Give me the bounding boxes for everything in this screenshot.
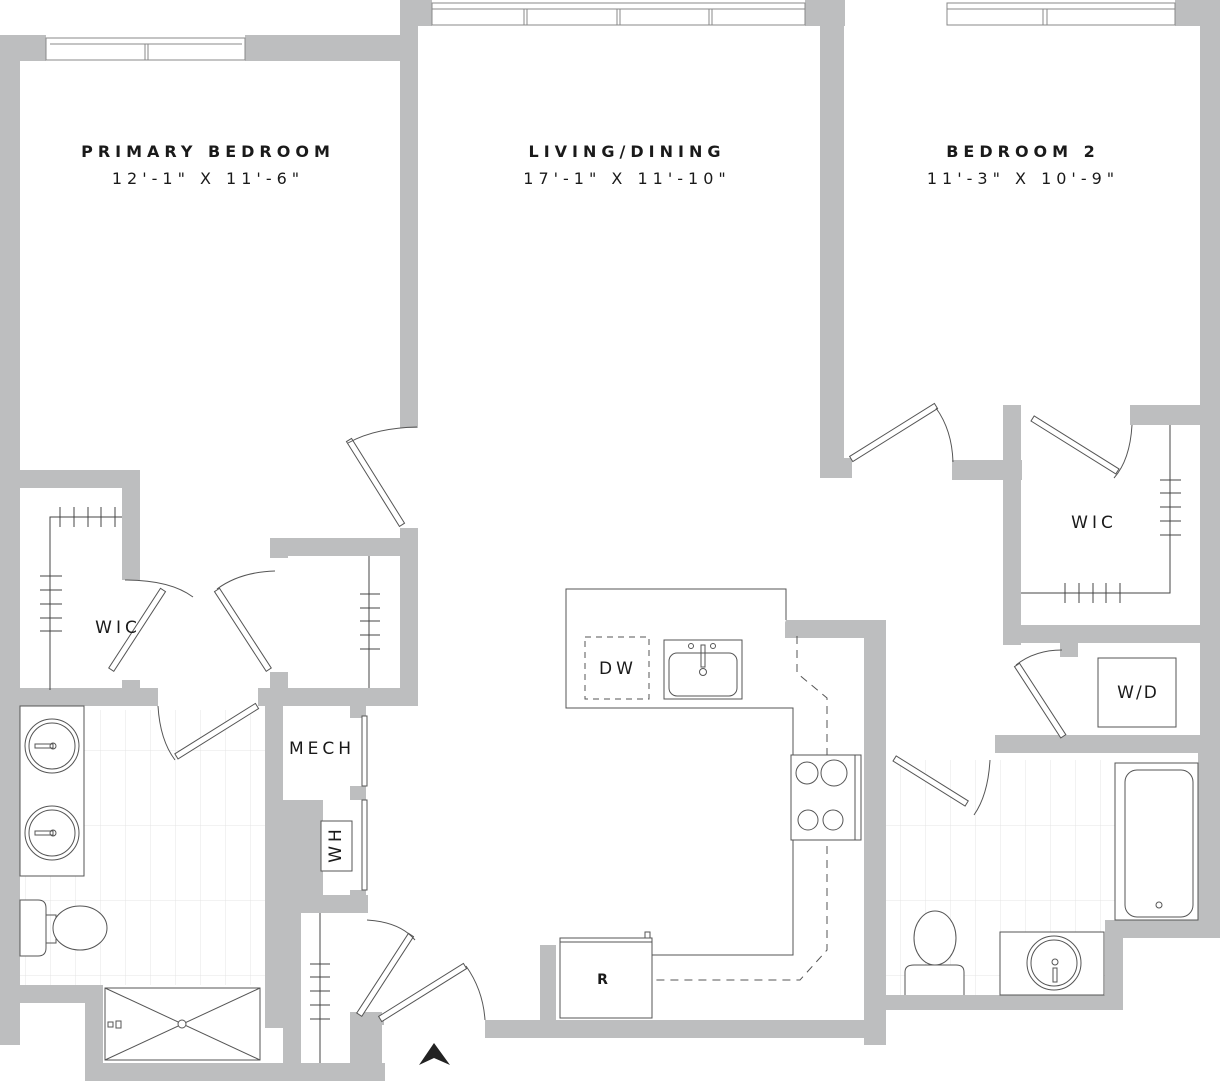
refrigerator [559, 937, 653, 1019]
label-wic-bedroom2: WIC [1071, 513, 1117, 533]
label-washer-dryer: W/D [1117, 683, 1159, 703]
toilet-tank [19, 899, 47, 957]
dishwasher [584, 636, 650, 700]
kitchen-sink [663, 639, 743, 700]
washer-dryer [1097, 657, 1177, 728]
windows [45, 2, 1176, 61]
room-bedroom-2: BEDROOM 2 11'-3" X 10'-9" [927, 142, 1119, 188]
room-dimensions: 17'-1" X 11'-10" [523, 169, 731, 188]
closet-rods [40, 425, 1181, 1063]
label-mech: MECH [288, 739, 356, 759]
room-living-dining: LIVING/DINING 17'-1" X 11'-10" [523, 142, 730, 188]
label-wh: WH [326, 825, 346, 863]
primary-bath-fixtures [19, 705, 261, 1061]
doors [108, 402, 1133, 1023]
toilet [913, 910, 957, 966]
label-wic-primary: WIC [95, 618, 141, 638]
room-primary-bedroom: PRIMARY BEDROOM 12'-1" X 11'-6" [81, 142, 335, 188]
bath2-fixtures [904, 762, 1199, 996]
room-dimensions: 11'-3" X 10'-9" [926, 169, 1120, 188]
room-dimensions: 12'-1" X 11'-6" [111, 169, 305, 188]
entry-arrow-icon [419, 1043, 450, 1065]
room-name: BEDROOM 2 [946, 142, 1100, 161]
kitchen [559, 588, 862, 1019]
mech-fixtures [320, 820, 353, 872]
room-name: PRIMARY BEDROOM [81, 142, 335, 161]
range [790, 754, 862, 841]
label-dishwasher: DW [599, 659, 637, 679]
room-name: LIVING/DINING [528, 142, 726, 161]
bathtub [1114, 762, 1199, 921]
label-refrigerator: R [597, 972, 609, 988]
water-heater [320, 820, 353, 872]
